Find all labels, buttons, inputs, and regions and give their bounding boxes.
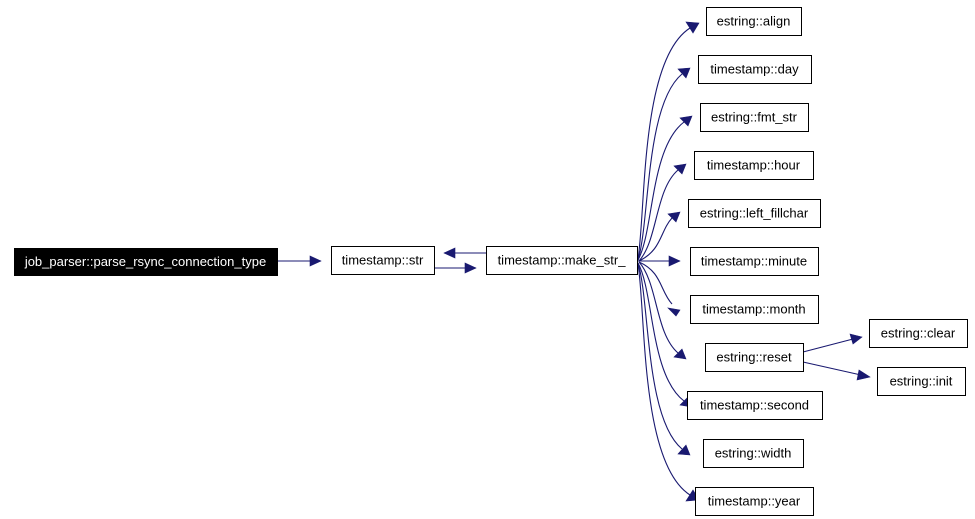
arrowhead-icon <box>668 255 681 267</box>
arrowhead-icon <box>464 262 477 274</box>
node-label: timestamp::month <box>702 301 805 316</box>
node-box[interactable] <box>706 7 802 36</box>
call-edge-str-to-make_str_ <box>434 262 477 274</box>
node-box[interactable] <box>486 246 638 275</box>
node-label: estring::align <box>717 13 791 28</box>
node-box[interactable] <box>698 55 812 84</box>
graph-node-year[interactable]: timestamp::year <box>695 487 814 516</box>
call-edge-make_str_-to-month <box>638 261 681 317</box>
node-label: estring::init <box>890 373 953 388</box>
graph-node-init[interactable]: estring::init <box>877 367 966 396</box>
call-edge-reset-to-clear <box>802 333 863 353</box>
node-label: job_parser::parse_rsync_connection_type <box>24 254 266 269</box>
node-box[interactable] <box>694 151 814 180</box>
node-label: timestamp::second <box>700 397 809 412</box>
arrowhead-icon <box>679 115 693 127</box>
graph-node-fmt_str[interactable]: estring::fmt_str <box>700 103 809 132</box>
node-label: timestamp::hour <box>707 157 801 172</box>
graph-node-parse_rsync_connection_type[interactable]: job_parser::parse_rsync_connection_type <box>14 248 278 276</box>
node-box[interactable] <box>705 343 804 372</box>
arrowhead-icon <box>443 247 456 259</box>
call-edge-make_str_-to-str <box>443 247 486 259</box>
graph-node-make_str_[interactable]: timestamp::make_str_ <box>486 246 638 275</box>
node-label: estring::clear <box>881 325 956 340</box>
node-label: timestamp::minute <box>701 253 807 268</box>
graph-node-width[interactable]: estring::width <box>703 439 804 468</box>
node-label: estring::width <box>715 445 792 460</box>
arrowhead-icon <box>673 348 687 360</box>
call-edge-make_str_-to-day <box>637 67 691 261</box>
node-box[interactable] <box>869 319 968 348</box>
node-label: estring::reset <box>716 349 792 364</box>
edge-line <box>802 338 854 353</box>
node-box[interactable] <box>331 246 435 275</box>
call-edge-make_str_-to-hour <box>638 163 687 262</box>
call-edge-parse_rsync_connection_type-to-str <box>277 255 322 267</box>
graph-node-left_fillchar[interactable]: estring::left_fillchar <box>688 199 821 228</box>
node-label: timestamp::str <box>342 252 424 267</box>
graph-node-month[interactable]: timestamp::month <box>690 295 819 324</box>
node-label: estring::fmt_str <box>711 109 798 124</box>
node-label: timestamp::make_str_ <box>498 252 627 267</box>
call-edge-make_str_-to-width <box>637 262 691 456</box>
node-box[interactable] <box>687 391 823 420</box>
edge-line <box>637 27 691 260</box>
node-box[interactable] <box>690 295 819 324</box>
call-edge-make_str_-to-reset <box>638 261 687 360</box>
call-edge-make_str_-to-left_fillchar <box>638 211 681 262</box>
node-box[interactable] <box>690 247 819 276</box>
arrowhead-icon <box>309 255 322 267</box>
node-box[interactable] <box>700 103 809 132</box>
call-edge-make_str_-to-fmt_str <box>637 115 693 261</box>
graph-node-reset[interactable]: estring::reset <box>705 343 804 372</box>
graph-node-minute[interactable]: timestamp::minute <box>690 247 819 276</box>
graph-node-align[interactable]: estring::align <box>706 7 802 36</box>
graph-node-str[interactable]: timestamp::str <box>331 246 435 275</box>
call-edge-make_str_-to-second <box>637 262 693 408</box>
graph-node-second[interactable]: timestamp::second <box>687 391 823 420</box>
node-box[interactable] <box>14 248 278 276</box>
arrowhead-icon <box>673 163 687 175</box>
node-box[interactable] <box>688 199 821 228</box>
call-edge-make_str_-to-minute <box>638 255 681 267</box>
node-label: estring::left_fillchar <box>700 205 809 220</box>
arrowhead-icon <box>849 333 863 345</box>
arrowhead-icon <box>677 67 691 79</box>
edge-line <box>638 261 679 354</box>
node-label: timestamp::year <box>708 493 801 508</box>
edge-line <box>802 361 862 376</box>
call-edge-reset-to-init <box>802 361 871 381</box>
edge-line <box>638 217 673 262</box>
graph-node-clear[interactable]: estring::clear <box>869 319 968 348</box>
call-edge-make_str_-to-align <box>637 21 700 260</box>
node-box[interactable] <box>703 439 804 468</box>
node-box[interactable] <box>695 487 814 516</box>
arrowhead-icon <box>677 444 691 456</box>
graph-node-hour[interactable]: timestamp::hour <box>694 151 814 180</box>
edge-line <box>637 73 683 261</box>
arrowhead-icon <box>685 21 700 34</box>
edge-line <box>638 169 679 262</box>
edges-layer <box>277 21 871 502</box>
edge-line <box>638 261 673 305</box>
graph-node-day[interactable]: timestamp::day <box>698 55 812 84</box>
arrowhead-icon <box>667 211 681 223</box>
edge-line <box>637 263 691 496</box>
edge-line <box>637 262 683 450</box>
edge-line <box>637 262 685 402</box>
node-label: timestamp::day <box>710 61 799 76</box>
node-box[interactable] <box>877 367 966 396</box>
arrowhead-icon <box>667 307 681 317</box>
arrowhead-icon <box>856 369 871 381</box>
edge-line <box>637 121 685 261</box>
